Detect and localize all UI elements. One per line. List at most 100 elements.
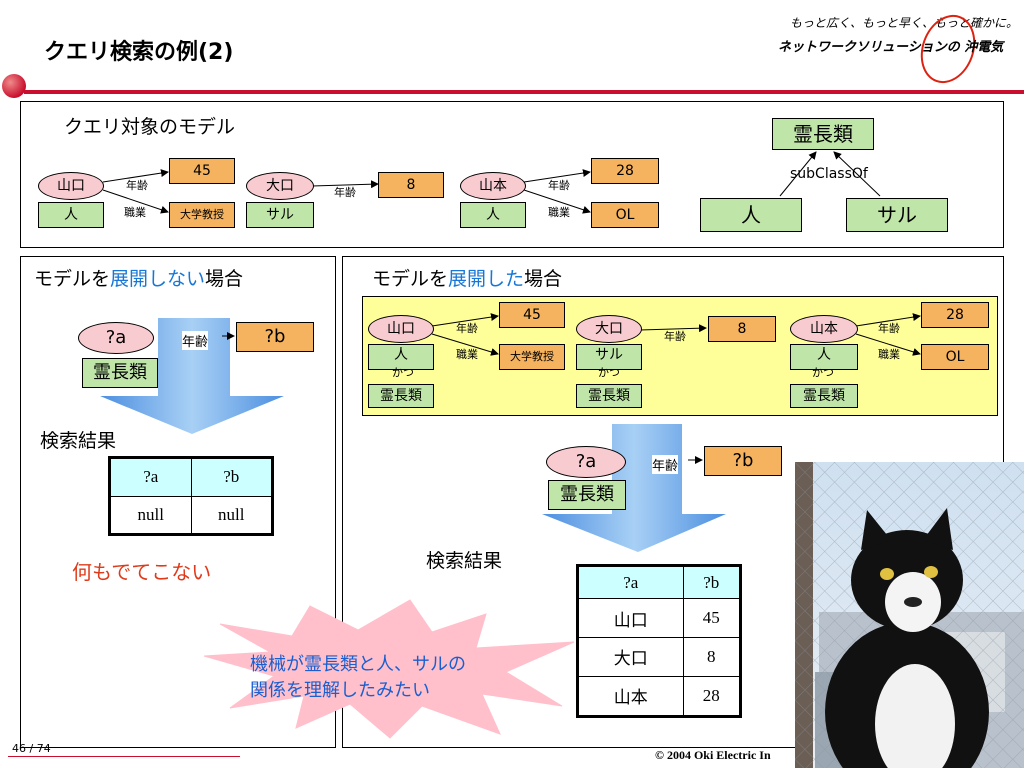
model-heading: クエリ対象のモデル: [64, 116, 236, 138]
class-box-human: 人: [38, 202, 104, 228]
title-bullet-icon: [2, 74, 26, 98]
table-header: ?a: [110, 458, 192, 497]
query-class-primate: 霊長類: [548, 480, 626, 510]
and-label: かつ: [598, 366, 620, 379]
label-job: 職業: [878, 348, 900, 361]
query-label-age: 年齢: [652, 455, 679, 474]
expanded-heading: モデルを展開した場合: [372, 264, 562, 291]
value-age-8: 8: [378, 172, 444, 198]
table-cell: null: [190, 495, 272, 534]
and-label: かつ: [812, 366, 834, 379]
footer-rule: [8, 756, 240, 757]
node-ooguchi: 大口: [576, 315, 642, 343]
arrow-age-a: [102, 169, 169, 183]
title-rule: [24, 90, 1024, 94]
table-cell: 大口: [578, 637, 684, 677]
class-monkey-large: サル: [846, 198, 948, 232]
class-box-primate: 霊長類: [368, 384, 434, 408]
heading-highlight: 展開した: [448, 268, 525, 290]
table-cell: null: [110, 495, 192, 534]
node-ooguchi: 大口: [246, 172, 314, 200]
callout-burst-icon: [203, 599, 575, 739]
company-slogan: もっと広く、もっと早く、もっと確かに。: [790, 16, 1019, 30]
class-name: サル: [595, 347, 623, 363]
class-box-human: 人: [368, 344, 434, 370]
table-header: ?b: [190, 458, 272, 497]
and-label: かつ: [392, 366, 414, 379]
label-age: 年齢: [548, 179, 570, 192]
expanded-arrows: [431, 313, 921, 356]
query-var-a: ?a: [78, 322, 154, 354]
query-label-age: 年齢: [182, 331, 209, 350]
class-box-human: 人: [790, 344, 858, 370]
cat-photo: [795, 462, 1024, 768]
query-class-primate: 霊長類: [82, 358, 158, 388]
query-down-arrow-icon: [542, 424, 726, 552]
cat-photo-image: [795, 462, 1024, 768]
heading-text: モデルを: [372, 268, 449, 290]
class-name: 人: [394, 347, 408, 363]
no-result-note: 何もでてこない: [72, 560, 212, 584]
label-age: 年齢: [664, 330, 686, 343]
query-arrow: [222, 332, 235, 340]
label-age: 年齢: [878, 322, 900, 335]
arrow-job-a: [102, 189, 169, 214]
table-header: ?b: [682, 565, 740, 600]
heading-text: 場合: [524, 268, 563, 290]
table-cell: 8: [682, 637, 740, 677]
copyright: © 2004 Oki Electric In: [655, 748, 771, 762]
value-job-professor: 大学教授: [499, 344, 565, 370]
page-number: 46 / 74: [12, 742, 51, 755]
class-human-large: 人: [700, 198, 802, 232]
node-yamamoto: 山本: [460, 172, 526, 200]
label-job: 職業: [456, 348, 478, 361]
label-age: 年齢: [456, 322, 478, 335]
node-yamamoto: 山本: [790, 315, 858, 343]
query-down-arrow-icon: [100, 318, 284, 434]
expanded-model-area: [362, 296, 998, 416]
table-cell: 山本: [578, 675, 684, 717]
node-yamaguchi: 山口: [368, 315, 434, 343]
query-var-a: ?a: [546, 446, 626, 478]
company-logo: ネットワークソリューションの 沖電気: [778, 40, 1004, 55]
value-job-ol: OL: [921, 344, 989, 370]
value-job-professor: 大学教授: [169, 202, 235, 228]
subclass-label: subClassOf: [790, 166, 868, 182]
label-job: 職業: [548, 206, 570, 219]
class-box-monkey: サル: [246, 202, 314, 228]
label-age: 年齢: [126, 179, 148, 192]
table-cell: 山口: [578, 598, 684, 638]
query-var-b: ?b: [704, 446, 782, 476]
value-age-28: 28: [921, 302, 989, 328]
label-age: 年齢: [334, 186, 356, 199]
arrow-subclass-1: [779, 151, 817, 197]
heading-text: 場合: [205, 268, 244, 290]
table-cell: 45: [682, 598, 740, 638]
class-box-monkey: サル: [576, 344, 642, 370]
callout-text: 機械が霊長類と人、サルの 関係を理解したみたい: [250, 652, 466, 704]
class-box-primate: 霊長類: [790, 384, 858, 408]
unexpanded-heading: モデルを展開しない場合: [34, 264, 243, 291]
page-title: クエリ検索の例(2): [44, 40, 234, 65]
class-name: 人: [817, 347, 831, 363]
arrow-job-c: [523, 189, 591, 214]
value-age-45: 45: [169, 158, 235, 184]
result-label: 検索結果: [426, 550, 503, 572]
value-age-28: 28: [591, 158, 659, 184]
heading-highlight: 展開しない: [110, 268, 206, 290]
callout-line: 関係を理解したみたい: [250, 680, 430, 701]
table-cell: 28: [682, 675, 740, 717]
value-job-ol: OL: [591, 202, 659, 228]
class-primate: 霊長類: [772, 118, 874, 150]
arrow-age-c: [523, 169, 591, 183]
arrow-subclass-2: [833, 151, 881, 197]
class-box-human: 人: [460, 202, 526, 228]
query-arrow: [688, 456, 703, 464]
table-header: ?a: [578, 565, 684, 600]
